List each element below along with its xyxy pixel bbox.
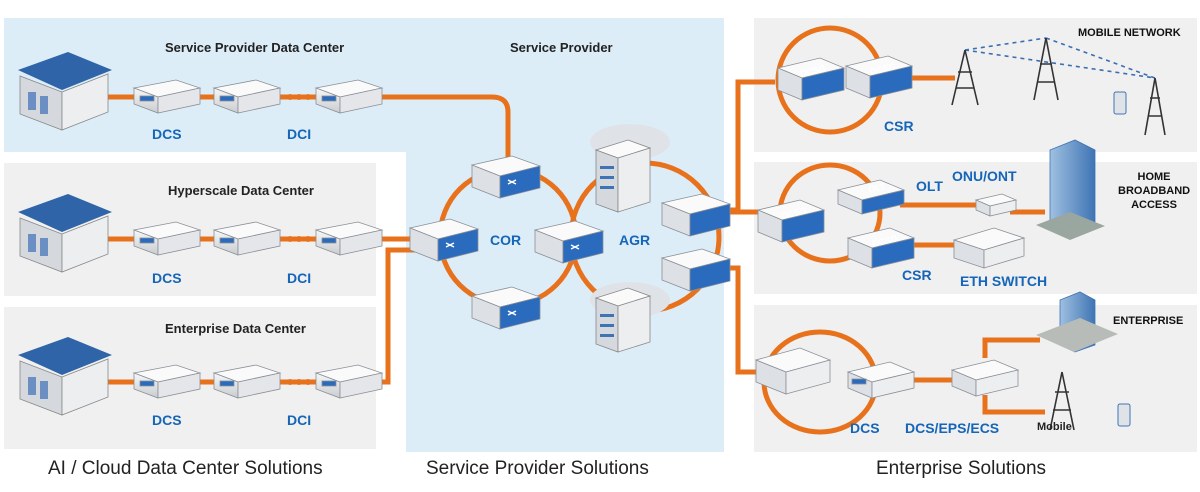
cloud-server-icon <box>590 282 670 353</box>
cell-tower-icon <box>1033 37 1059 101</box>
footer-service-provider: Service Provider Solutions <box>426 458 649 479</box>
mobile-network-title: MOBILE NETWORK <box>1078 27 1181 39</box>
cell-tower-icon <box>1049 371 1075 431</box>
dcsg-device-icon <box>846 227 916 269</box>
dcs-label: DCS <box>850 420 880 436</box>
home-broadband-panel <box>754 162 1197 294</box>
phone-icon <box>1113 91 1127 115</box>
spdc-title: Service Provider Data Center <box>165 40 345 55</box>
enterprise-campus-icon <box>1036 291 1118 353</box>
mobile-label: Mobile <box>1037 421 1072 433</box>
agr-label: AGR <box>619 232 651 248</box>
dcsg-device-icon <box>756 199 826 243</box>
dcs-eps-ecs-label: DCS/EPS/ECS <box>905 420 1000 436</box>
dci-label: DCI <box>287 126 312 142</box>
olt-device-icon <box>836 179 906 215</box>
cell-tower-icons <box>951 37 1166 431</box>
enterprise-title: ENTERPRISE <box>1113 315 1184 327</box>
dcsg-device-icon <box>776 57 846 101</box>
data-center-building-icon <box>18 52 112 131</box>
wireless-links <box>964 37 1156 79</box>
csr-label: CSR <box>902 267 932 283</box>
dcs-label: DCS <box>152 412 182 428</box>
dci-switch-icon <box>314 79 384 114</box>
onu-device-icon <box>974 193 1018 217</box>
cloud-server-icon <box>590 124 670 213</box>
cell-tower-icon <box>951 49 979 106</box>
service-provider-title: Service Provider <box>510 40 613 55</box>
dci-switch-icon <box>212 79 282 114</box>
data-center-building-icon <box>18 337 112 416</box>
dcs-switch-icon <box>132 364 202 399</box>
ellipsis-dots <box>287 94 311 385</box>
dci-label: DCI <box>287 270 312 286</box>
dci-switch-icon <box>314 364 384 399</box>
router-icon <box>660 248 732 292</box>
office-building-icon <box>1036 139 1105 240</box>
dci-switch-icon <box>314 221 384 256</box>
dci-switch-icon <box>212 364 282 399</box>
dcs-switch-icon <box>132 221 202 256</box>
router-icon <box>660 193 732 237</box>
edge-devices <box>754 55 1026 399</box>
enterprise-dc-title: Enterprise Data Center <box>165 321 306 336</box>
router-devices <box>408 155 732 330</box>
dcs-eps-ecs-switch-icon <box>950 359 1020 397</box>
eth-switch-icon <box>952 227 1026 269</box>
dcs-label: DCS <box>152 270 182 286</box>
footer-enterprise: Enterprise Solutions <box>876 458 1047 479</box>
onu-ont-label: ONU/ONT <box>952 168 1017 184</box>
hyperscale-title: Hyperscale Data Center <box>168 183 314 198</box>
router-icon <box>470 286 542 330</box>
phone-icon <box>1117 403 1131 427</box>
dci-switch-icon <box>212 221 282 256</box>
router-icon <box>470 155 542 199</box>
data-center-building-icon <box>18 194 112 273</box>
home-broadband-title: HOME BROADBAND ACCESS <box>1118 171 1191 211</box>
service-provider-panel <box>4 18 724 452</box>
switch-devices <box>132 79 384 399</box>
cor-label: COR <box>490 232 522 248</box>
dcs-label: DCS <box>152 126 182 142</box>
dcsg-device-icon <box>844 55 914 99</box>
olt-label: OLT <box>916 178 943 194</box>
enterprise-switch-icon <box>754 347 832 395</box>
dcs-switch-icon <box>846 361 916 399</box>
router-icon <box>533 220 605 264</box>
footer-ai-cloud: AI / Cloud Data Center Solutions <box>48 458 323 479</box>
csr-label: CSR <box>884 118 914 134</box>
dcs-switch-icon <box>132 79 202 114</box>
dci-label: DCI <box>287 412 312 428</box>
eth-switch-label: ETH SWITCH <box>960 273 1048 289</box>
router-icon <box>408 218 480 262</box>
cell-tower-icon <box>1144 77 1166 136</box>
